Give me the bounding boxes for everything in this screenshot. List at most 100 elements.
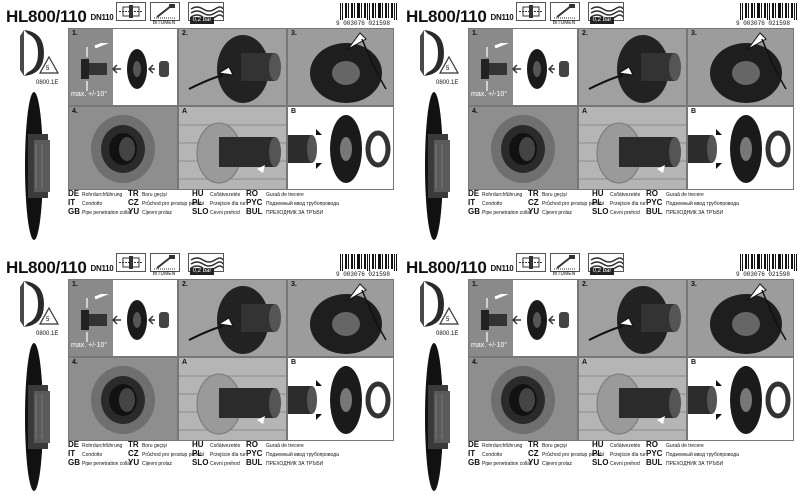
collar-side-view: [20, 30, 44, 76]
dn-size: DN110: [90, 264, 114, 274]
step-number: A: [582, 108, 588, 115]
max-angle-label: max. +/-10°: [471, 342, 508, 349]
flange-icon: [116, 2, 146, 21]
step-number: 4.: [472, 108, 478, 115]
step-number: 3.: [691, 281, 697, 288]
barcode-number: 9 003076 021598: [736, 20, 791, 27]
step-1-panel: 1. max. +/-10°: [468, 28, 578, 106]
step-b-panel: B: [287, 106, 394, 190]
pressure-label: 0,2 bar: [590, 268, 614, 275]
barcode: [740, 254, 797, 271]
step-number: 2.: [582, 281, 588, 288]
dn-size: DN110: [490, 13, 514, 23]
step-4-panel: 4.: [68, 357, 178, 441]
step-2-panel: 2.: [578, 28, 687, 106]
dn-size: DN110: [490, 264, 514, 274]
step-a-panel: A: [178, 357, 287, 441]
recycle-icon: 5: [38, 306, 60, 325]
step-3-panel: 3.: [287, 28, 394, 106]
barcode-number: 9 003076 021598: [736, 271, 791, 278]
max-angle-label: max. +/-10°: [71, 342, 108, 349]
svg-text:5: 5: [46, 317, 50, 323]
collar-side-view: [420, 30, 444, 76]
flange-icon: [516, 253, 546, 272]
step-number: B: [291, 108, 297, 115]
step-number: A: [182, 108, 188, 115]
step-number: 1.: [472, 281, 478, 288]
bitumen-brush-icon: [550, 253, 580, 272]
barcode: [340, 3, 397, 20]
step-b-panel: B: [687, 106, 794, 190]
step-number: 1.: [472, 30, 478, 37]
flange-icon: [516, 2, 546, 21]
step-4-panel: 4.: [68, 106, 178, 190]
step-number: B: [691, 108, 697, 115]
step-3-panel: 3.: [687, 28, 794, 106]
max-angle-label: max. +/-10°: [471, 91, 508, 98]
svg-text:5: 5: [446, 317, 450, 323]
step-3-panel: 3.: [287, 279, 394, 357]
max-angle-label: max. +/-10°: [71, 91, 108, 98]
model-name: HL800/110: [406, 258, 487, 277]
recycle-icon: 5: [438, 306, 460, 325]
step-number: 2.: [182, 30, 188, 37]
flange-side-view: [425, 92, 450, 240]
step-2-panel: 2.: [178, 279, 287, 357]
barcode: [340, 254, 397, 271]
recycle-icon: 5: [438, 55, 460, 74]
step-number: 4.: [472, 359, 478, 366]
step-2-panel: 2.: [178, 28, 287, 106]
step-number: 2.: [582, 30, 588, 37]
model-name: HL800/110: [6, 258, 87, 277]
step-1-panel: 1. max. +/-10°: [468, 279, 578, 357]
bitumen-label: BITUMEN: [152, 271, 176, 277]
step-2-panel: 2.: [578, 279, 687, 357]
water-pressure-icon: [188, 253, 224, 272]
bitumen-brush-icon: [150, 2, 180, 21]
svg-text:5: 5: [446, 66, 450, 72]
recycle-icon: 5: [38, 55, 60, 74]
barcode-number: 9 003076 021598: [336, 271, 391, 278]
model-name: HL800/110: [6, 7, 87, 26]
step-number: A: [182, 359, 188, 366]
bitumen-brush-icon: [550, 2, 580, 21]
pressure-label: 0,2 bar: [190, 17, 214, 24]
pressure-label: 0,2 bar: [190, 268, 214, 275]
step-4-panel: 4.: [468, 357, 578, 441]
step-b-panel: B: [687, 357, 794, 441]
pressure-label: 0,2 bar: [590, 17, 614, 24]
step-a-panel: A: [578, 357, 687, 441]
step-number: 3.: [691, 30, 697, 37]
step-a-panel: A: [578, 106, 687, 190]
step-number: 1.: [72, 281, 78, 288]
step-1-panel: 1. max. +/-10°: [68, 28, 178, 106]
collar-side-view: [420, 281, 444, 327]
model-name: HL800/110: [406, 7, 487, 26]
bitumen-label: BITUMEN: [152, 20, 176, 26]
flange-icon: [116, 253, 146, 272]
step-1-panel: 1. max. +/-10°: [68, 279, 178, 357]
step-number: B: [691, 359, 697, 366]
part-code: 0800.1E: [436, 80, 459, 86]
step-number: 1.: [72, 30, 78, 37]
